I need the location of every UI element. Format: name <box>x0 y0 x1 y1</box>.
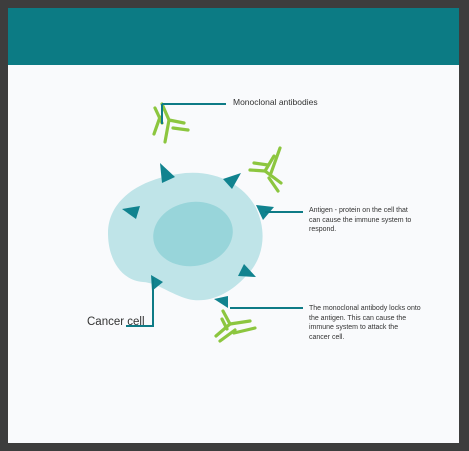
figure-frame: Monoclonal antibodies Antigen - protein … <box>8 8 459 443</box>
label-antigen: Antigen - protein on the cell that can c… <box>309 207 412 234</box>
antibody-top <box>152 102 190 144</box>
header-bar <box>8 8 459 65</box>
antigen-spike <box>122 206 140 219</box>
label-antibody-locks: The monoclonal antibody locks onto the a… <box>309 305 421 341</box>
antigen-spike <box>238 264 256 277</box>
leader-lines <box>126 103 303 327</box>
antigen-spike <box>223 173 241 189</box>
antigen-spike <box>160 163 175 183</box>
label-monoclonal-antibodies: Monoclonal antibodies <box>233 97 318 107</box>
antibody-bound <box>214 309 257 343</box>
diagram-canvas <box>108 102 303 343</box>
leader-line-cancer-cell <box>126 278 154 327</box>
antibody-upper-right <box>248 146 283 193</box>
cell-nucleus <box>153 201 233 267</box>
antigen-spike <box>214 296 228 308</box>
label-cancer-cell: Cancer cell <box>87 316 145 328</box>
